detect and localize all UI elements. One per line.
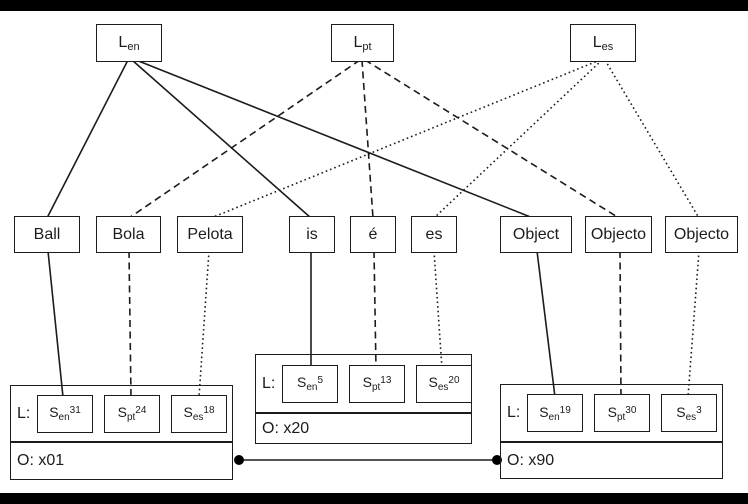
edge-bola-spt24 <box>128 250 132 398</box>
edge-les-es <box>433 59 603 219</box>
word-node-is: is <box>289 216 335 253</box>
slot-label: Ses20 <box>428 374 460 393</box>
word-node-ball: Ball <box>14 216 80 253</box>
structure-box-x90: L: Sen19 Spt30 Ses3 O: x90 <box>500 384 723 479</box>
word-label: Object <box>512 225 560 243</box>
l-section-label: L: <box>507 404 521 421</box>
edge-lpt-objecto <box>364 59 620 219</box>
word-label: Objecto <box>673 225 730 243</box>
language-node-en: Len <box>96 24 162 62</box>
edge-lpt-e <box>361 59 374 219</box>
word-label: Ball <box>33 225 61 243</box>
slot-label: Sen5 <box>296 374 324 393</box>
word-label: é <box>368 225 378 243</box>
slot-label: Sen19 <box>539 403 571 423</box>
word-label: es <box>425 225 443 243</box>
edge-objecto-spt30 <box>619 250 622 398</box>
word-label: is <box>306 225 318 243</box>
word-node-e: é <box>350 216 396 253</box>
word-node-object: Object <box>500 216 572 253</box>
word-node-bola: Bola <box>96 216 161 253</box>
word-label: Objecto <box>590 225 647 243</box>
edge-ball-sen31 <box>47 250 64 398</box>
edge-es-ses20 <box>433 250 443 370</box>
slot-sen5: Sen5 <box>282 364 338 403</box>
edge-len-is <box>131 59 312 219</box>
slot-spt13: Spt13 <box>349 364 405 403</box>
word-label: Pelota <box>187 225 233 243</box>
word-node-pelota: Pelota <box>177 216 243 253</box>
slot-ses18: Ses18 <box>171 394 227 433</box>
language-label-en: Len <box>118 33 140 53</box>
edge-les-objecto <box>604 59 700 219</box>
edge-len-object <box>135 59 534 219</box>
slot-label: Spt13 <box>362 374 392 393</box>
structure-x90-l-section: L: Sen19 Spt30 Ses3 <box>500 384 723 442</box>
edge-les-pelota <box>210 59 601 219</box>
word-label: Bola <box>112 225 145 243</box>
word-node-objecto-pt: Objecto <box>585 216 652 253</box>
slot-label: Spt30 <box>607 403 637 423</box>
structure-x90-o-section: O: x90 <box>500 442 723 479</box>
structure-x01-o-section: O: x01 <box>10 442 233 480</box>
connector-dot-right <box>492 455 502 465</box>
slot-spt30: Spt30 <box>594 394 650 432</box>
slot-sen31: Sen31 <box>37 394 93 433</box>
language-node-pt: Lpt <box>331 24 394 62</box>
word-node-es: es <box>411 216 457 253</box>
structure-box-x20: L: Sen5 Spt13 Ses20 O: x20 <box>255 354 472 444</box>
word-node-objecto-es: Objecto <box>665 216 738 253</box>
top-black-bar <box>0 0 748 11</box>
slot-label: Spt24 <box>117 404 147 423</box>
slot-spt24: Spt24 <box>104 394 160 433</box>
o-section-label: O: x90 <box>507 451 555 469</box>
edge-len-ball <box>46 59 129 219</box>
edge-object-sen19 <box>536 250 556 398</box>
slot-ses3: Ses3 <box>661 394 717 432</box>
connector-dot-left <box>234 455 244 465</box>
o-section-label: O: x20 <box>262 419 310 437</box>
slot-label: Ses3 <box>676 403 702 423</box>
edge-lpt-bola <box>128 59 361 219</box>
slot-ses20: Ses20 <box>416 364 472 403</box>
l-section-label: L: <box>17 404 31 422</box>
structure-x20-l-section: L: Sen5 Spt13 Ses20 <box>255 354 472 413</box>
structure-x01-l-section: L: Sen31 Spt24 Ses18 <box>10 385 233 442</box>
slot-label: Sen31 <box>49 404 81 423</box>
edge-e-spt13 <box>373 250 377 370</box>
slot-label: Ses18 <box>183 404 215 423</box>
edge-objecto-ses3 <box>687 250 700 398</box>
slot-sen19: Sen19 <box>527 394 583 432</box>
bottom-black-bar <box>0 493 748 504</box>
structure-x20-o-section: O: x20 <box>255 413 472 444</box>
l-section-label: L: <box>262 374 276 392</box>
language-label-pt: Lpt <box>353 33 372 53</box>
language-label-es: Les <box>592 33 614 53</box>
structure-box-x01: L: Sen31 Spt24 Ses18 O: x01 <box>10 385 233 480</box>
o-section-label: O: x01 <box>17 452 65 469</box>
edge-pelota-ses18 <box>198 250 210 398</box>
language-node-es: Les <box>570 24 636 62</box>
